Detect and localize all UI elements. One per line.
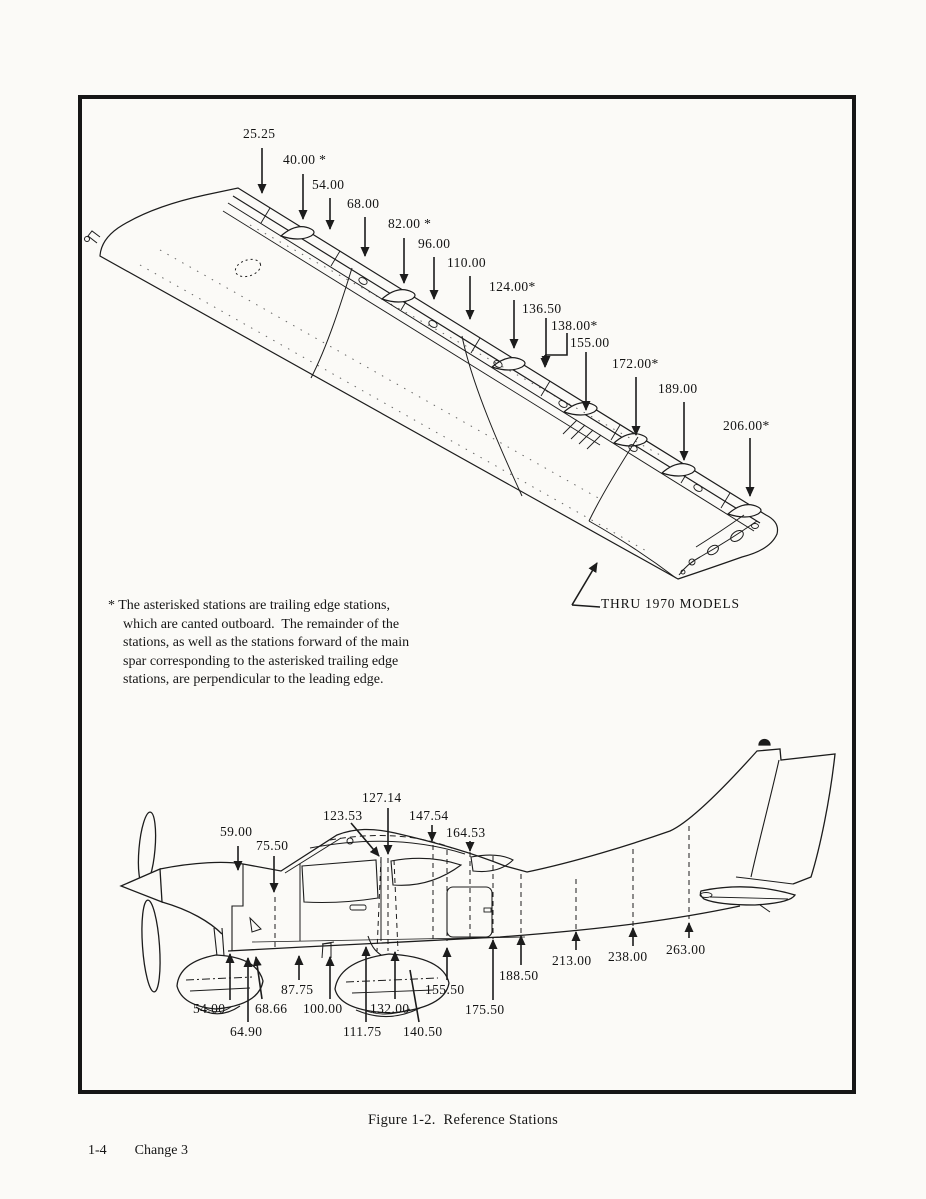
fuselage-station-label: 75.50 xyxy=(256,838,289,853)
thru-1970-models-label: THRU 1970 MODELS xyxy=(601,596,740,611)
footnote-line: stations, are perpendicular to the leadi… xyxy=(123,672,384,688)
fuselage-station-label: 188.50 xyxy=(499,968,539,983)
wing-station-label: 189.00 xyxy=(658,381,698,396)
fuselage-station-label: 100.00 xyxy=(303,1001,343,1016)
footnote-line: stations, as well as the stations forwar… xyxy=(123,635,410,651)
wing-station-label: 206.00* xyxy=(723,418,770,433)
wing-station-label: 54.00 xyxy=(312,177,345,192)
wing-station-label: 96.00 xyxy=(418,236,451,251)
fuselage-station-label: 68.66 xyxy=(255,1001,288,1016)
fuselage-station-label: 87.75 xyxy=(281,982,314,997)
fuselage-station-label: 238.00 xyxy=(608,949,648,964)
asterisk-footnote: * The asterisked stations are trailing e… xyxy=(108,597,508,690)
page-number: 1-4 xyxy=(88,1143,107,1158)
wing-station-label: 40.00 * xyxy=(283,152,327,167)
figure-caption: Figure 1-2. Reference Stations xyxy=(367,1112,559,1128)
wing-station-label: 138.00* xyxy=(551,318,598,333)
wing-station-label: 136.50 xyxy=(522,301,562,316)
wing-station-label: 155.00 xyxy=(570,335,610,350)
footnote-line: which are canted outboard. The remainder… xyxy=(123,616,400,632)
fuselage-station-label: 140.50 xyxy=(403,1024,443,1039)
wing-station-label: 172.00* xyxy=(612,356,659,371)
fuselage-station-label: 175.50 xyxy=(465,1002,505,1017)
fuselage-station-label: 147.54 xyxy=(409,808,449,823)
wing-station-label: 110.00 xyxy=(447,255,487,270)
fuselage-station-label: 127.14 xyxy=(362,790,402,805)
fuselage-station-label: 155.50 xyxy=(425,982,465,997)
footnote-line: spar corresponding to the asterisked tra… xyxy=(123,653,399,669)
fuselage-station-label: 111.75 xyxy=(343,1024,382,1039)
fuselage-station-label: 123.53 xyxy=(323,808,363,823)
fuselage-station-label: 132.00 xyxy=(370,1001,410,1016)
page-footer: 1-4 Change 3 xyxy=(88,1143,188,1159)
fuselage-station-label: 54.00 xyxy=(193,1001,226,1016)
wing-station-label: 124.00* xyxy=(489,279,536,294)
fuselage-station-label: 263.00 xyxy=(666,942,706,957)
figure-border-box xyxy=(78,95,856,1094)
fuselage-station-label: 213.00 xyxy=(552,953,592,968)
wing-station-label: 82.00 * xyxy=(388,216,432,231)
fuselage-station-label: 64.90 xyxy=(230,1024,263,1039)
wing-station-label: 25.25 xyxy=(243,126,276,141)
change-notice: Change 3 xyxy=(134,1143,188,1158)
fuselage-station-label: 59.00 xyxy=(220,824,253,839)
fuselage-station-label: 164.53 xyxy=(446,825,486,840)
footnote-line: * The asterisked stations are trailing e… xyxy=(108,598,391,613)
wing-station-label: 68.00 xyxy=(347,196,380,211)
